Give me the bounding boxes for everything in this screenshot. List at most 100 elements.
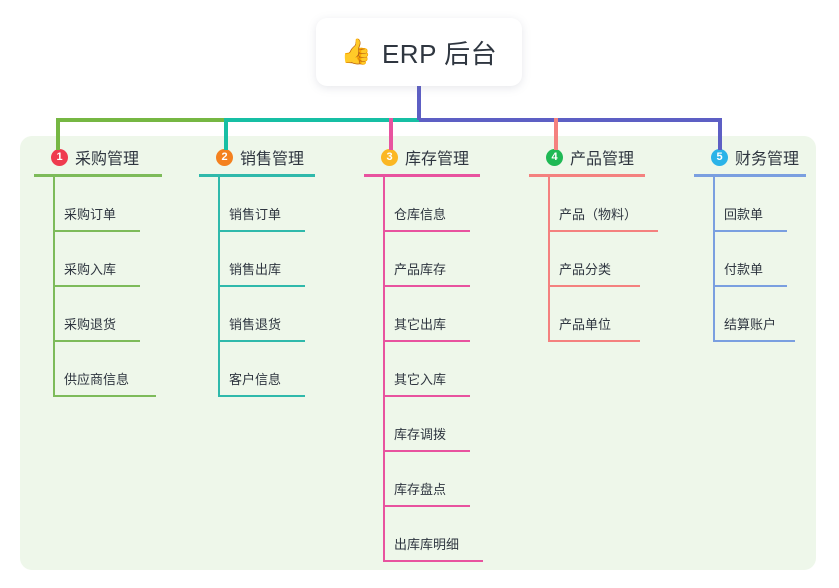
leaf-node[interactable]: 回款单 <box>694 177 824 232</box>
column-items-3: 仓库信息产品库存其它出库其它入库库存调拨库存盘点出库库明细 <box>364 177 522 562</box>
leaf-node[interactable]: 销售订单 <box>199 177 357 232</box>
root-node-title: ERP 后台 <box>381 38 498 69</box>
leaf-node[interactable]: 采购入库 <box>34 232 192 287</box>
leaf-node-label: 仓库信息 <box>394 207 447 222</box>
column-header-rule-2 <box>199 174 315 177</box>
leaf-node[interactable]: 销售出库 <box>199 232 357 287</box>
leaf-node-rule <box>383 505 470 507</box>
leaf-node[interactable]: 库存盘点 <box>364 452 522 507</box>
leaf-node[interactable]: 出库库明细 <box>364 507 522 562</box>
leaf-node-label: 库存盘点 <box>394 482 447 497</box>
leaf-node-label: 产品库存 <box>394 262 447 277</box>
column-spine-3 <box>383 177 385 562</box>
column-spine-1 <box>53 177 55 397</box>
leaf-node[interactable]: 其它出库 <box>364 287 522 342</box>
column-header-rule-3 <box>364 174 480 177</box>
leaf-node-rule <box>383 230 470 232</box>
leaf-node[interactable]: 仓库信息 <box>364 177 522 232</box>
drop-connector-4 <box>554 118 558 150</box>
column-spine-2 <box>218 177 220 397</box>
leaf-node[interactable]: 结算账户 <box>694 287 824 342</box>
column-items-1: 采购订单采购入库采购退货供应商信息 <box>34 177 192 397</box>
leaf-node-label: 销售订单 <box>229 207 282 222</box>
column-badge-1: 1 <box>51 148 68 166</box>
column-2: 2 销售管理销售订单销售出库销售退货客户信息 <box>199 145 357 397</box>
leaf-node[interactable]: 其它入库 <box>364 342 522 397</box>
leaf-node-rule <box>218 395 305 397</box>
leaf-node-rule <box>548 230 658 232</box>
column-5: 5 财务管理回款单付款单结算账户 <box>694 145 824 342</box>
column-3: 3 库存管理仓库信息产品库存其它出库其它入库库存调拨库存盘点出库库明细 <box>364 145 522 562</box>
leaf-node-label: 其它出库 <box>394 317 447 332</box>
leaf-node[interactable]: 采购退货 <box>34 287 192 342</box>
leaf-node-rule <box>53 395 156 397</box>
column-title-3: 库存管理 <box>405 151 470 168</box>
leaf-node-rule <box>53 230 140 232</box>
column-badge-3: 3 <box>381 148 398 166</box>
diagram-background-panel <box>20 136 816 570</box>
leaf-node-label: 销售退货 <box>229 317 282 332</box>
leaf-node-rule <box>383 450 470 452</box>
column-title-5: 财务管理 <box>735 151 800 168</box>
leaf-node-label: 采购订单 <box>64 207 117 222</box>
leaf-node[interactable]: 采购订单 <box>34 177 192 232</box>
leaf-node-rule <box>713 340 795 342</box>
column-header-rule-4 <box>529 174 645 177</box>
thumbs-up-icon: 👍 <box>340 37 372 66</box>
leaf-node[interactable]: 付款单 <box>694 232 824 287</box>
column-spine-5 <box>713 177 715 342</box>
leaf-node-label: 产品单位 <box>559 317 612 332</box>
leaf-node[interactable]: 产品（物料） <box>529 177 687 232</box>
drop-connector-5 <box>718 118 722 150</box>
leaf-node-label: 出库库明细 <box>394 537 460 552</box>
leaf-node[interactable]: 产品库存 <box>364 232 522 287</box>
column-header-rule-5 <box>694 174 806 177</box>
drop-connector-3 <box>389 118 393 150</box>
leaf-node-rule <box>713 285 787 287</box>
leaf-node[interactable]: 库存调拨 <box>364 397 522 452</box>
leaf-node[interactable]: 客户信息 <box>199 342 357 397</box>
bus-segment-3 <box>419 118 722 122</box>
column-4: 4 产品管理产品（物料） 产品分类产品单位 <box>529 145 687 342</box>
drop-connector-2 <box>224 118 228 150</box>
leaf-node[interactable]: 产品分类 <box>529 232 687 287</box>
column-header-4[interactable]: 4 产品管理 <box>529 145 687 169</box>
column-badge-4: 4 <box>546 148 563 166</box>
leaf-node-rule <box>218 230 305 232</box>
column-badge-5: 5 <box>711 148 728 166</box>
leaf-node-label: 产品分类 <box>559 262 612 277</box>
leaf-node[interactable]: 供应商信息 <box>34 342 192 397</box>
leaf-node-rule <box>383 560 483 562</box>
leaf-node[interactable]: 产品单位 <box>529 287 687 342</box>
column-header-rule-1 <box>34 174 162 177</box>
leaf-node-rule <box>713 230 787 232</box>
root-node-card[interactable]: 👍 ERP 后台 <box>316 18 522 86</box>
column-title-2: 销售管理 <box>240 151 305 168</box>
column-spine-4 <box>548 177 550 342</box>
leaf-node-rule <box>548 340 640 342</box>
leaf-node-rule <box>383 340 470 342</box>
leaf-node-label: 付款单 <box>724 262 764 277</box>
column-header-5[interactable]: 5 财务管理 <box>694 145 824 169</box>
column-badge-2: 2 <box>216 148 233 166</box>
leaf-node[interactable]: 销售退货 <box>199 287 357 342</box>
column-header-2[interactable]: 2 销售管理 <box>199 145 357 169</box>
column-items-2: 销售订单销售出库销售退货客户信息 <box>199 177 357 397</box>
leaf-node-label: 采购退货 <box>64 317 117 332</box>
column-title-4: 产品管理 <box>570 151 635 168</box>
leaf-node-rule <box>53 340 140 342</box>
leaf-node-label: 回款单 <box>724 207 764 222</box>
bus-segment-1 <box>56 118 226 122</box>
column-header-3[interactable]: 3 库存管理 <box>364 145 522 169</box>
column-items-5: 回款单付款单结算账户 <box>694 177 824 342</box>
leaf-node-label: 供应商信息 <box>64 372 130 387</box>
root-trunk-connector <box>417 84 421 120</box>
bus-segment-2 <box>226 118 419 122</box>
leaf-node-rule <box>383 395 470 397</box>
leaf-node-rule <box>53 285 140 287</box>
leaf-node-label: 库存调拨 <box>394 427 447 442</box>
column-items-4: 产品（物料） 产品分类产品单位 <box>529 177 687 342</box>
